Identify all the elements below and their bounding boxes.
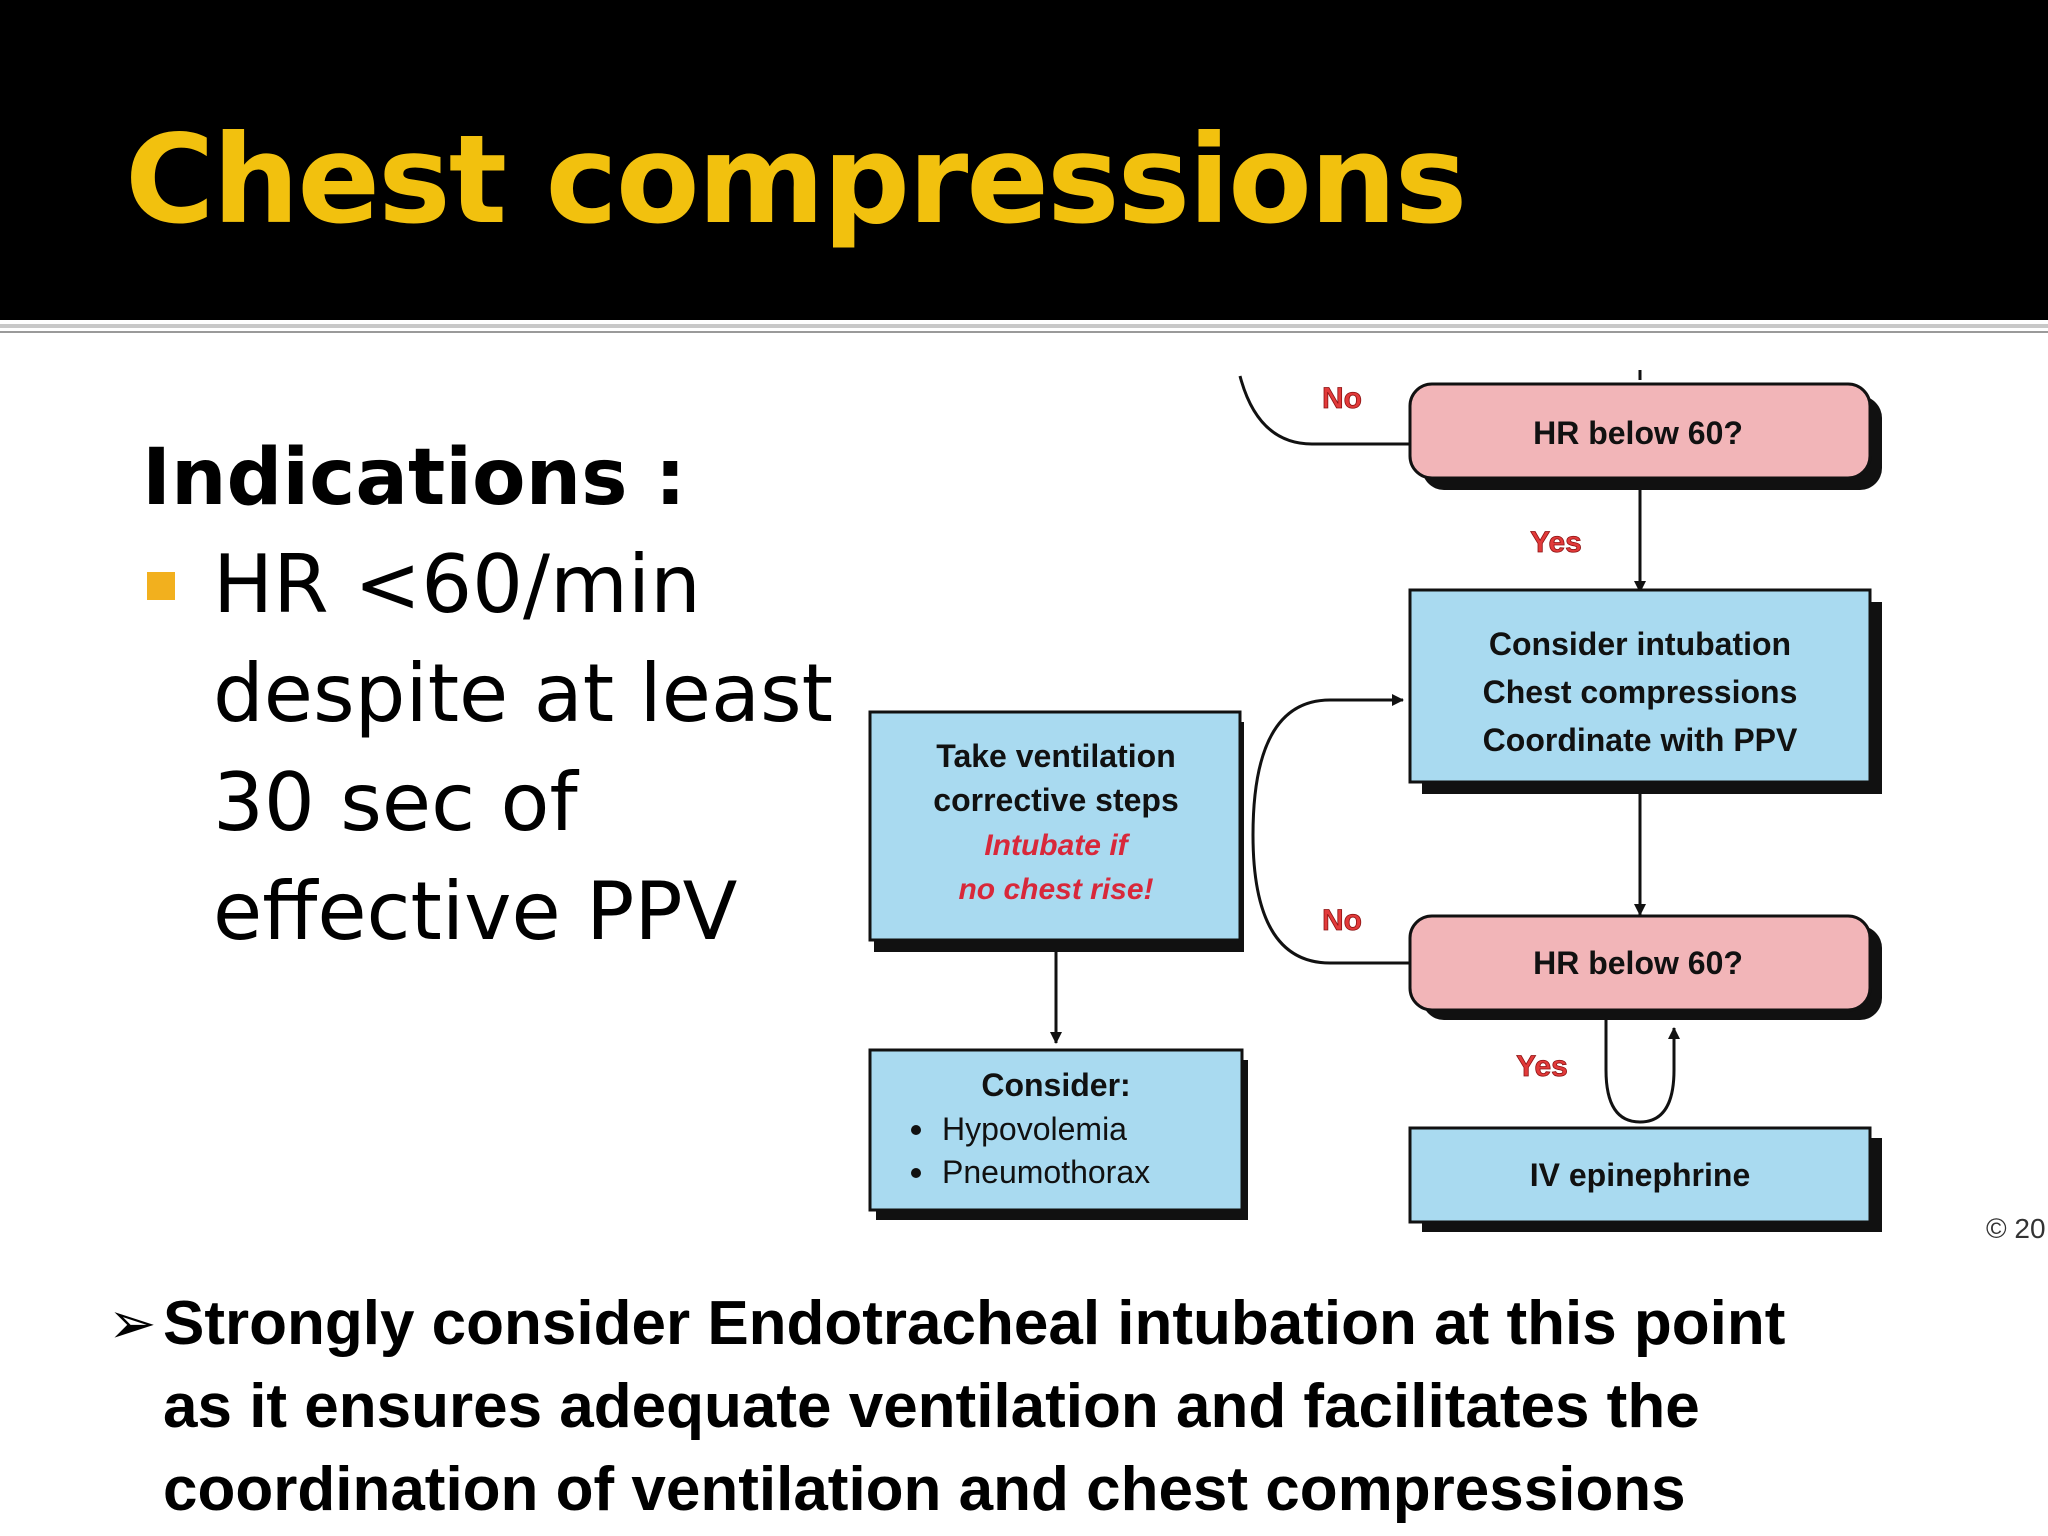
bullet-dot-icon xyxy=(911,1168,921,1178)
hr-check-bottom-label: HR below 60? xyxy=(1533,945,1743,981)
resuscitation-flowchart: HR below 60? Consider intubation Chest c… xyxy=(868,370,2046,1244)
intervention-line: Consider intubation xyxy=(1489,626,1791,662)
hr-check-top-box: HR below 60? xyxy=(1408,382,1882,490)
corrective-warning-line: no chest rise! xyxy=(958,873,1153,906)
copyright-text: © 20 xyxy=(1986,1213,2046,1244)
note-line: as it ensures adequate ventilation and f… xyxy=(163,1372,1700,1441)
label-no-top: No xyxy=(1322,382,1362,415)
bullet-line: despite at least xyxy=(213,647,834,740)
arrow-no-to-intervention xyxy=(1251,694,1410,965)
corrective-warning-line: Intubate if xyxy=(984,829,1130,862)
corrective-line: Take ventilation xyxy=(936,738,1175,774)
note-line: coordination of ventilation and chest co… xyxy=(163,1455,1686,1524)
bullet-dot-icon xyxy=(911,1125,921,1135)
divider-line-secondary xyxy=(0,331,2048,333)
bullet-square-icon xyxy=(147,572,175,600)
label-no-bottom: No xyxy=(1322,904,1362,937)
hr-check-bottom-box: HR below 60? xyxy=(1408,914,1882,1020)
slide-title: Chest compressions xyxy=(125,109,1467,251)
divider-line xyxy=(0,324,2048,328)
arrow-bullet-icon: ➢ xyxy=(108,1289,157,1357)
consider-box: Consider: Hypovolemia Pneumothorax xyxy=(868,1048,1248,1220)
label-yes-top: Yes xyxy=(1530,526,1582,559)
intervention-line: Chest compressions xyxy=(1483,674,1798,710)
epinephrine-box: IV epinephrine xyxy=(1408,1126,1882,1232)
intervention-line: Coordinate with PPV xyxy=(1483,722,1798,758)
indication-bullet: HR <60/min despite at least 30 sec of ef… xyxy=(213,530,833,966)
bullet-line: 30 sec of xyxy=(213,756,578,849)
bullet-line: effective PPV xyxy=(213,865,738,958)
consider-item: Hypovolemia xyxy=(942,1111,1127,1147)
corrective-steps-box: Take ventilation corrective steps Intuba… xyxy=(868,710,1244,952)
no-path-top xyxy=(1238,375,1410,446)
flow-connectors xyxy=(1050,370,1680,1124)
bullet-line: HR <60/min xyxy=(213,538,701,631)
label-yes-bottom: Yes xyxy=(1516,1050,1568,1083)
indications-heading: Indications : xyxy=(142,433,686,523)
corrective-line: corrective steps xyxy=(933,782,1178,818)
note-line: Strongly consider Endotracheal intubatio… xyxy=(163,1289,1786,1358)
loop-epinephrine xyxy=(1604,1006,1680,1124)
bottom-note: Strongly consider Endotracheal intubatio… xyxy=(163,1282,2023,1531)
epinephrine-label: IV epinephrine xyxy=(1530,1157,1750,1193)
consider-title: Consider: xyxy=(981,1067,1130,1103)
consider-item: Pneumothorax xyxy=(942,1154,1150,1190)
intervention-box: Consider intubation Chest compressions C… xyxy=(1408,588,1882,794)
title-bar xyxy=(0,0,2048,320)
hr-check-top-label: HR below 60? xyxy=(1533,415,1743,451)
